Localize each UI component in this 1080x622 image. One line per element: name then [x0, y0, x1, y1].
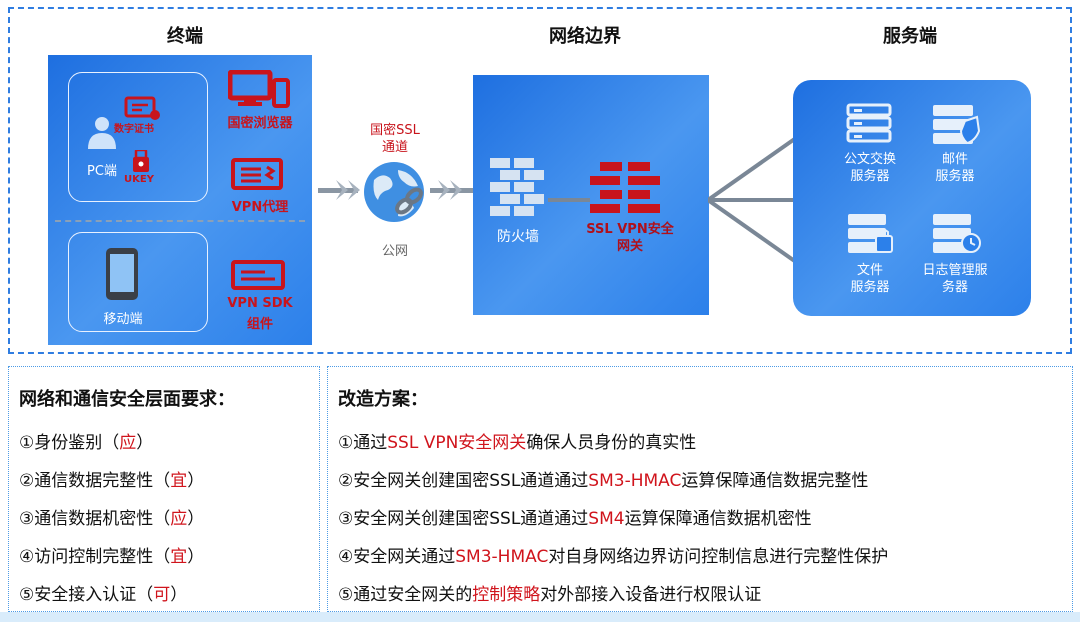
browser-label: 国密浏览器 [227, 116, 293, 131]
requirement-item: ①身份鉴别（应） [19, 433, 154, 453]
mobile-group-box [68, 232, 208, 332]
section-title-network-border: 网络边界 [549, 26, 621, 47]
border-connector-line [548, 198, 590, 202]
vpn-sdk-label-line2: 组件 [246, 317, 273, 332]
requirements-box: 网络和通信安全层面要求： ①身份鉴别（应） ②通信数据完整性（宜） ③通信数据机… [8, 366, 320, 612]
right-arrows [430, 180, 474, 200]
firewall-icon [490, 158, 544, 216]
vpn-gateway-label-line2: 网关 [616, 239, 643, 254]
requirement-item: ⑤安全接入认证（可） [19, 585, 188, 605]
mail-server-label-line2: 服务器 [935, 169, 975, 184]
globe-chain-icon [364, 162, 424, 222]
plan-item: ②安全网关创建国密SSL通道通过SM3-HMAC运算保障通信数据完整性 [338, 471, 869, 491]
file-server-label-line1: 文件 [856, 263, 883, 278]
plan-title: 改造方案： [338, 389, 428, 410]
requirements-title: 网络和通信安全层面要求： [19, 389, 235, 410]
vpn-gateway-icon [590, 162, 660, 213]
channel-label-line2: 通道 [381, 140, 408, 155]
requirement-item: ③通信数据机密性（应） [19, 509, 205, 529]
section-title-server: 服务端 [883, 26, 937, 47]
log-server-icon [933, 214, 981, 253]
pc-group-box [68, 72, 208, 202]
vpn-proxy-label: VPN代理 [231, 200, 289, 215]
pc-label: PC端 [87, 164, 117, 179]
mail-server-label-line1: 邮件 [941, 152, 968, 167]
doc-server-label-line2: 服务器 [850, 169, 890, 184]
file-server-label-line2: 服务器 [850, 280, 890, 295]
mobile-label: 移动端 [103, 312, 143, 327]
vpn-gateway-label-line1: SSL VPN安全 [586, 222, 674, 237]
left-arrows [318, 180, 360, 200]
file-server-icon [848, 214, 893, 253]
log-server-label-line2: 务器 [941, 280, 968, 295]
terminal-divider [55, 220, 305, 222]
plan-item: ④安全网关通过SM3-HMAC对自身网络边界访问控制信息进行完整性保护 [338, 547, 889, 567]
smartphone-icon [106, 248, 138, 300]
vpn-sdk-icon [231, 260, 285, 290]
vpn-proxy-icon [231, 158, 283, 190]
public-network-label: 公网 [381, 244, 408, 259]
firewall-label: 防火墙 [497, 229, 539, 245]
digital-cert-label: 数字证书 [114, 124, 154, 135]
server-panel [793, 80, 1031, 316]
channel-label-line1: 国密SSL [370, 123, 420, 138]
monitor-icon [228, 70, 290, 108]
plan-item: ①通过SSL VPN安全网关确保人员身份的真实性 [338, 433, 697, 453]
mail-server-icon [933, 105, 981, 145]
ukey-icon [133, 150, 149, 172]
terminal-panel [48, 55, 312, 345]
user-icon [88, 117, 116, 149]
server-fan-lines [708, 136, 798, 264]
digital-certificate-icon [124, 96, 160, 120]
requirement-item: ②通信数据完整性（宜） [19, 471, 205, 491]
log-server-label-line1: 日志管理服 [922, 263, 988, 278]
plan-box: 改造方案： ①通过SSL VPN安全网关确保人员身份的真实性 ②安全网关创建国密… [327, 366, 1073, 612]
vpn-sdk-label-line1: VPN SDK [227, 296, 293, 311]
ukey-label: UKEY [124, 174, 154, 185]
architecture-frame [8, 7, 1072, 354]
plan-item: ③安全网关创建国密SSL通道通过SM4运算保障通信数据机密性 [338, 509, 812, 529]
requirement-item: ④访问控制完整性（宜） [19, 547, 205, 567]
plan-item: ⑤通过安全网关的控制策略对外部接入设备进行权限认证 [338, 585, 762, 605]
section-title-terminal: 终端 [167, 26, 203, 47]
doc-server-label-line1: 公文交换 [843, 152, 896, 167]
document-server-icon [846, 103, 892, 143]
bottom-bar [0, 612, 1080, 622]
